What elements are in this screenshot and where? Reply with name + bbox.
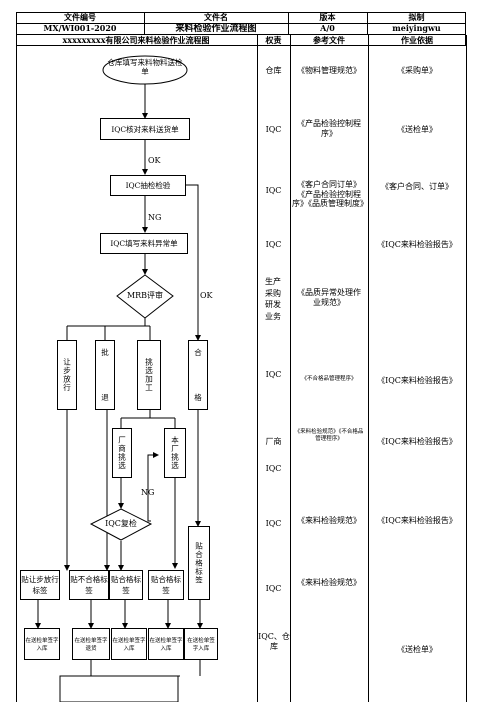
qualified-top: 合: [194, 348, 202, 357]
resp-row-2: IQC: [265, 125, 282, 134]
basis-row-11: 《送检单》: [397, 645, 437, 654]
branch-qualified: 合 格: [188, 340, 208, 410]
mrb-review-decision: MRB评审: [126, 291, 164, 300]
resp-row-7: 厂商: [265, 437, 282, 446]
ng-label-2: NG: [141, 488, 155, 497]
branch-sort-rework: 挑选加工: [137, 340, 161, 410]
sort-rework-label: 挑选加工: [144, 358, 154, 392]
resp-row-9: IQC: [265, 519, 282, 528]
step-sign-return: 在送检单签字退货: [72, 628, 110, 660]
step-label-concession: 贴让步放行标签: [20, 570, 60, 600]
doc-version: A/0: [320, 23, 335, 33]
ok-label-1: OK: [148, 156, 161, 165]
basis-row-1: 《采购单》: [397, 66, 437, 75]
ref-row-2: 《产品检验控制程序》: [297, 119, 361, 138]
start-node: 仓库填写来料物料送检单: [107, 58, 183, 76]
step-verify-delivery: IQC核对来料送货单: [100, 118, 190, 140]
qualified-bottom: 格: [194, 393, 202, 402]
doc-number: MX/WI001-2020: [43, 23, 117, 33]
header-label-version: 版本: [319, 12, 336, 22]
inhouse-sorting-label: 本厂挑选: [170, 436, 180, 470]
ng-label-1: NG: [148, 213, 162, 222]
branch-batch-return: 批 退: [95, 340, 115, 410]
step-label-nonconforming: 贴不合格标签: [69, 570, 109, 600]
basis-row-2: 《送检单》: [397, 125, 437, 134]
iqc-recheck-decision: IQC复检: [105, 519, 137, 528]
resp-row-5: 生产采购研发业务: [265, 277, 281, 321]
step-abnormal-report: IQC填写来料异常单: [100, 233, 188, 254]
step-sign-inbound-3: 在送检单签字入库: [148, 628, 184, 660]
header-label-doc-name: 文件名: [204, 12, 228, 22]
step-label-qualified-tall: 贴合格标签: [188, 526, 210, 600]
ref-row-7: 《来料检验规范》《不合格品管理程序》: [294, 429, 364, 442]
header-label-author: 拟制: [408, 12, 425, 22]
resp-row-11: IQC、仓库: [258, 632, 290, 651]
basis-row-7: 《IQC来料检验报告》: [377, 437, 457, 446]
ref-row-1: 《物料管理规范》: [297, 66, 361, 75]
doc-author: meiyingwu: [392, 23, 441, 33]
company-flow-title: xxxxxxxxx有限公司来料检验作业流程图: [62, 35, 210, 45]
step-sample-inspection: IQC抽检检验: [110, 175, 186, 196]
col-responsibility: 权责: [265, 35, 282, 45]
basis-row-6: 《IQC来料检验报告》: [377, 376, 457, 385]
step-label-qualified-2: 贴合格标签: [148, 570, 184, 600]
label-qualified-tall-text: 贴合格标签: [194, 541, 204, 585]
resp-row-1: 仓库: [265, 66, 282, 75]
vendor-sorting-label: 厂商挑选: [117, 436, 127, 470]
resp-row-8: IQC: [265, 464, 282, 473]
step-label-qualified-1: 贴合格标签: [109, 570, 143, 600]
resp-row-6: IQC: [265, 370, 282, 379]
step-inhouse-sorting: 本厂挑选: [164, 428, 186, 478]
col-basis: 作业依据: [401, 35, 433, 45]
ref-row-10: 《来料检验规范》: [297, 578, 361, 587]
step-sign-inbound-4: 在送检单签字入库: [184, 628, 218, 660]
ref-row-6: 《不合格品管理程序》: [301, 376, 357, 382]
ref-row-3: 《客户合同订单》《产品检验控制程序》《品质管理制度》: [292, 180, 368, 209]
batch-return-top: 批: [101, 348, 109, 357]
basis-row-9: 《IQC来料检验报告》: [377, 516, 457, 525]
step-vendor-sorting: 厂商挑选: [112, 428, 132, 478]
header-table: [16, 12, 466, 46]
col-reference: 参考文件: [313, 35, 345, 45]
basis-row-4: 《IQC来料检验报告》: [377, 240, 457, 249]
doc-title: 来料检验作业流程图: [175, 24, 257, 34]
step-sign-inbound-2: 在送检单签字入库: [111, 628, 147, 660]
ref-row-9: 《来料检验规范》: [297, 516, 361, 525]
basis-row-3: 《客户合同、订单》: [381, 182, 453, 191]
ref-row-5: 《品质异常处理作业规范》: [297, 288, 361, 307]
ok-label-2: OK: [200, 291, 213, 300]
resp-row-4: IQC: [265, 240, 282, 249]
branch-concession-release: 让步放行: [57, 340, 77, 410]
batch-return-bottom: 退: [101, 393, 109, 402]
step-sign-inbound-1: 在送检单签字入库: [24, 628, 60, 660]
resp-row-3: IQC: [265, 186, 282, 195]
header-label-doc-no: 文件编号: [64, 12, 96, 22]
resp-row-10: IQC: [265, 584, 282, 593]
